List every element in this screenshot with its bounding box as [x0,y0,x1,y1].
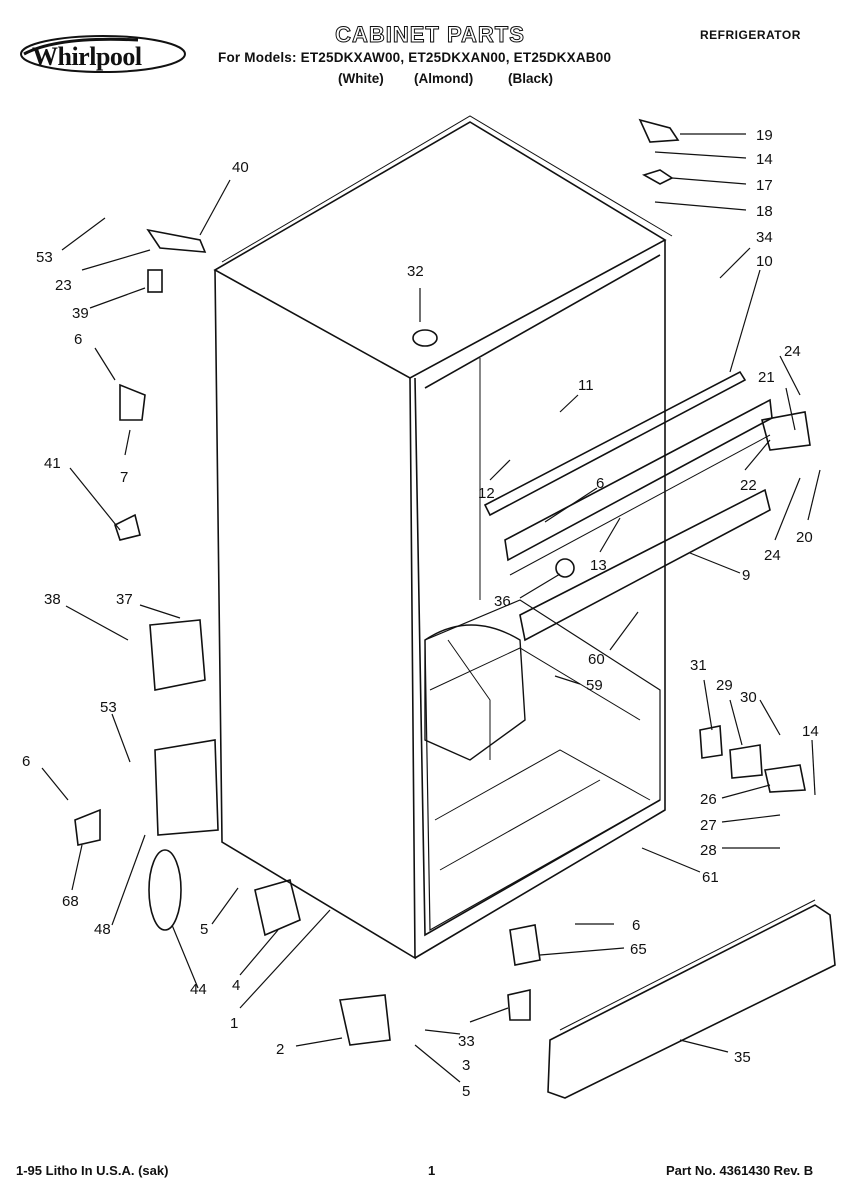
callout-5-a: 5 [200,921,208,938]
callout-39: 39 [72,305,89,322]
footer-page-number: 1 [428,1163,436,1178]
callout-18: 18 [756,203,773,220]
callout-19: 19 [756,127,773,144]
callout-68: 68 [62,893,79,910]
callout-9: 9 [742,567,750,584]
cabinet-shell [213,121,667,379]
page-title: CABINET PARTS [335,22,525,48]
callout-38: 38 [44,591,61,608]
callout-26: 26 [700,791,717,808]
callout-41: 41 [44,455,61,472]
brand-name: Whirlpool [32,42,142,71]
callout-6-a: 6 [74,331,82,348]
callout-17: 17 [756,177,773,194]
callout-22: 22 [740,477,757,494]
callout-6-c: 6 [22,753,30,770]
callout-53: 53 [36,249,53,266]
callout-44: 44 [190,981,207,998]
callout-11: 11 [578,377,594,394]
callout-37: 37 [116,591,133,608]
callout-20: 20 [796,529,813,546]
callout-59: 59 [586,677,603,694]
callout-13: 13 [590,557,607,574]
callout-40: 40 [232,159,249,176]
callout-1: 1 [230,1015,238,1032]
callout-32: 32 [407,263,424,280]
callout-28: 28 [700,842,717,859]
callout-30: 30 [740,689,757,706]
callout-14: 14 [756,151,773,168]
callout-34: 34 [756,229,773,246]
callout-7: 7 [120,469,128,486]
callout-27: 27 [700,817,717,834]
callout-23: 23 [55,277,72,294]
callout-24-a: 24 [784,343,801,360]
callout-10: 10 [756,253,773,270]
logo-swoosh-icon [20,35,186,73]
callout-65: 65 [630,941,647,958]
callout-4: 4 [232,977,240,994]
toe-grille [547,904,836,1099]
category-label: REFRIGERATOR [700,28,801,42]
callout-6-b: 6 [596,475,604,492]
callout-29: 29 [716,677,733,694]
color-almond: (Almond) [414,71,474,86]
callout-53-b: 53 [100,699,117,716]
callout-21: 21 [758,369,775,386]
callout-14-b: 14 [802,723,819,740]
callout-31: 31 [690,657,707,674]
callout-6-d: 6 [632,917,640,934]
callout-61: 61 [702,869,719,886]
footer-part-number: Part No. 4361430 Rev. B [666,1163,814,1178]
callout-48: 48 [94,921,111,938]
color-white: (White) [338,71,384,86]
whirlpool-logo: Whirlpool [12,28,190,78]
model-list: For Models: ET25DKXAW00, ET25DKXAN00, ET… [218,50,612,65]
callout-36: 36 [494,593,511,610]
callout-3: 3 [462,1057,470,1074]
callout-2: 2 [276,1041,284,1058]
callout-5-b: 5 [462,1083,470,1100]
callout-60: 60 [588,651,605,668]
footer-litho: 1-95 Litho In U.S.A. (sak) [16,1163,169,1178]
callout-33: 33 [458,1033,475,1050]
callout-24-b: 24 [764,547,781,564]
callout-12: 12 [478,485,495,502]
callout-35: 35 [734,1049,751,1066]
color-black: (Black) [508,71,554,86]
